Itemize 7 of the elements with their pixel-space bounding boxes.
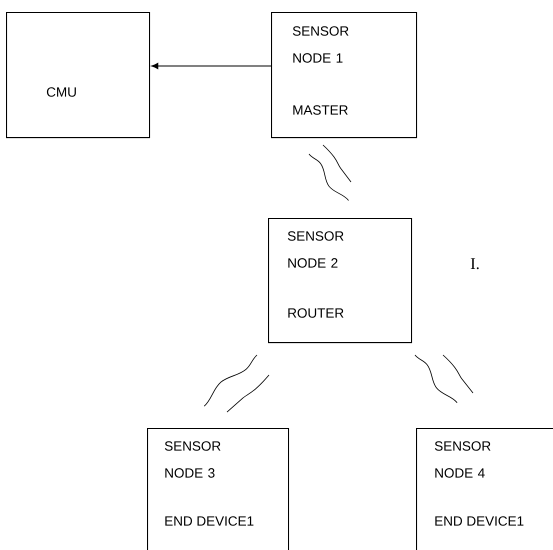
sensor-box: SENSOR NODE 1 MASTER bbox=[271, 12, 418, 138]
arrow bbox=[151, 62, 271, 70]
note-label: I. bbox=[470, 258, 479, 270]
sensor-box: SENSOR NODE 4 END DEVICE1 bbox=[416, 428, 553, 550]
sensor-box: SENSOR NODE 3 END DEVICE1 bbox=[147, 428, 290, 550]
sensor-box: CMU bbox=[6, 12, 150, 138]
sensor-box: SENSOR NODE 2 ROUTER bbox=[268, 218, 412, 344]
